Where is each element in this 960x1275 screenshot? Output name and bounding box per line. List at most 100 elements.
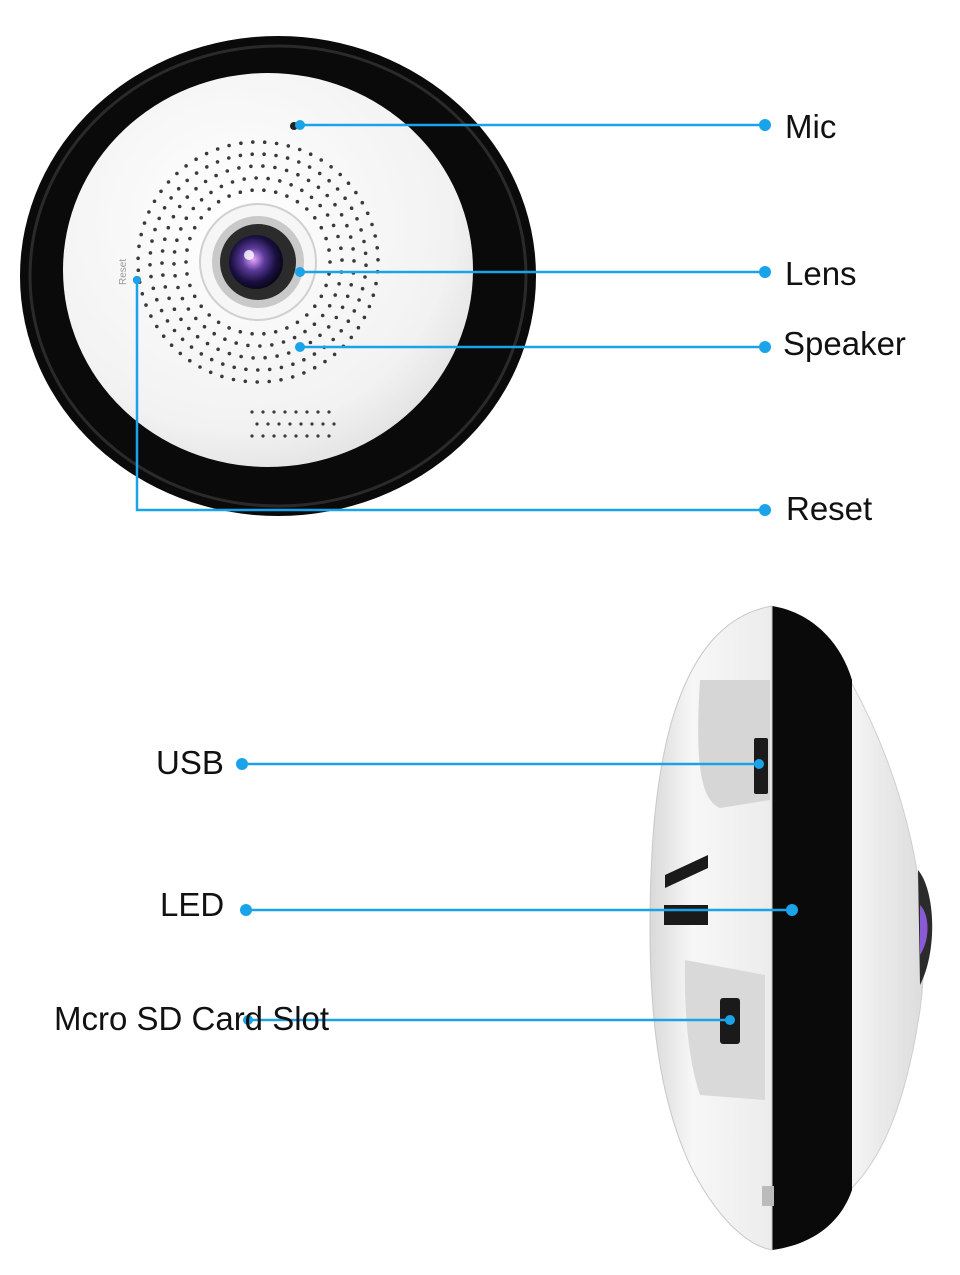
speaker-hole: [242, 177, 246, 181]
speaker-hole: [175, 238, 179, 242]
speaker-callout-dot-end: [759, 341, 771, 353]
speaker-hole: [370, 222, 374, 227]
speaker-hole: [302, 358, 306, 362]
speaker-hole: [234, 341, 238, 345]
sd-callout-dot-end: [725, 1015, 735, 1025]
speaker-hole: [266, 422, 270, 426]
speaker-hole: [291, 362, 295, 367]
speaker-hole: [246, 343, 250, 348]
speaker-hole: [296, 172, 300, 177]
speaker-hole: [199, 352, 204, 356]
speaker-hole: [184, 260, 188, 264]
speaker-hole: [262, 188, 266, 192]
speaker-hole: [207, 313, 211, 317]
speaker-hole: [294, 434, 298, 438]
speaker-hole: [185, 178, 189, 183]
speaker-hole: [255, 422, 259, 426]
speaker-hole: [227, 351, 232, 356]
speaker-hole: [185, 272, 189, 276]
speaker-hole: [286, 351, 291, 355]
speaker-hole: [319, 225, 324, 230]
speaker-hole: [359, 228, 363, 232]
speaker-hole: [288, 422, 292, 426]
speaker-hole: [263, 355, 267, 360]
speaker-hole: [175, 171, 179, 176]
speaker-hole: [364, 263, 368, 268]
speaker-hole: [261, 434, 265, 438]
speaker-hole: [172, 262, 176, 266]
speaker-hole: [297, 147, 302, 152]
speaker-hole: [351, 247, 355, 251]
speaker-hole: [239, 141, 243, 145]
speaker-hole: [371, 293, 376, 298]
speaker-hole: [163, 285, 168, 289]
led-callout-dot-start: [240, 904, 252, 916]
speaker-hole: [203, 179, 208, 184]
speaker-hole: [214, 173, 218, 178]
speaker-hole: [340, 258, 344, 262]
speaker-hole: [273, 330, 278, 334]
speaker-hole: [363, 251, 368, 256]
speaker-callout-dot-start: [295, 342, 305, 352]
speaker-hole: [192, 225, 197, 230]
speaker-hole: [336, 234, 340, 239]
speaker-hole: [209, 357, 214, 362]
speaker-hole: [194, 157, 198, 161]
speaker-hole: [321, 422, 325, 426]
speaker-hole: [297, 160, 301, 164]
speaker-hole: [251, 356, 255, 360]
speaker-hole: [309, 195, 314, 200]
speaker-hole: [212, 331, 216, 336]
speaker-hole: [255, 380, 259, 384]
speaker-hole: [279, 378, 283, 382]
usb-callout-dot-start: [236, 758, 248, 770]
speaker-hole: [166, 180, 171, 184]
speaker-hole: [239, 354, 243, 359]
speaker-hole: [362, 239, 366, 244]
speaker-hole: [231, 377, 236, 382]
speaker-hole: [258, 344, 262, 348]
led-callout-dot-end: [786, 904, 798, 916]
reset-callout-dot-end: [759, 504, 771, 516]
speaker-hole: [300, 188, 304, 193]
speaker-hole: [339, 213, 344, 217]
speaker-hole: [340, 305, 345, 310]
speaker-hole: [185, 195, 190, 199]
speaker-hole: [171, 214, 176, 219]
speaker-hole: [188, 236, 192, 241]
speaker-hole: [136, 268, 141, 273]
speaker-hole: [274, 153, 278, 158]
speaker-hole: [165, 319, 170, 323]
speaker-hole: [327, 304, 332, 308]
speaker-hole: [194, 186, 198, 191]
speaker-hole: [325, 193, 330, 198]
speaker-hole: [178, 351, 183, 356]
speaker-hole: [153, 227, 157, 232]
speaker-hole: [355, 217, 359, 221]
speaker-hole: [373, 234, 378, 238]
speaker-hole: [365, 211, 370, 216]
speaker-hole: [285, 156, 290, 160]
speaker-hole: [261, 164, 265, 168]
speaker-hole: [352, 259, 356, 263]
speaker-hole: [189, 345, 194, 349]
lens-callout-dot-end: [759, 266, 771, 278]
speaker-hole: [255, 368, 260, 372]
speaker-hole: [278, 179, 282, 183]
lens-reflection: [244, 250, 254, 260]
speaker-hole: [273, 190, 278, 194]
lens-label: Lens: [785, 255, 857, 292]
speaker-hole: [238, 153, 243, 158]
speaker-hole: [254, 176, 258, 180]
speaker-hole: [232, 365, 236, 370]
speaker-hole: [207, 207, 211, 211]
side-lens-glass: [920, 905, 928, 955]
speaker-hole: [251, 140, 255, 144]
top-view-camera: Reset: [20, 36, 536, 516]
speaker-hole: [159, 308, 164, 313]
speaker-hole: [281, 340, 286, 344]
side-view-camera: [649, 605, 933, 1251]
speaker-hole: [284, 168, 289, 173]
speaker-hole: [179, 227, 183, 231]
